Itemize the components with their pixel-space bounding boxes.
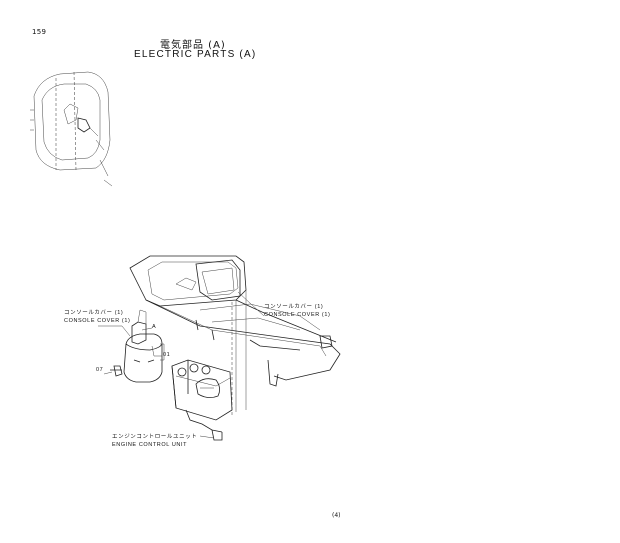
part-07-label: 07 <box>96 367 104 373</box>
page-title: ELECTRIC PARTS (A) <box>134 49 257 60</box>
footer-mark: (4) <box>332 512 341 519</box>
console-cover-left-callout-jp: コンソールカバー (1) <box>64 310 124 316</box>
overview-illustration <box>30 71 113 187</box>
part-01-label: 01 <box>163 352 171 358</box>
console-cover-right-callout: CONSOLE COVER (1) <box>264 312 331 318</box>
page-title-japanese: 電気部品 (A) <box>160 40 226 51</box>
leader-lines <box>98 291 265 439</box>
console-cover-left-callout: CONSOLE COVER (1) <box>64 318 131 324</box>
engine-control-unit-callout-jp: エンジンコントロールユニット <box>112 434 198 440</box>
page-number: 159 <box>32 28 47 36</box>
key-switch-illustration <box>110 309 165 383</box>
engine-control-unit-callout: ENGINE CONTROL UNIT <box>112 442 188 448</box>
engine-control-unit-illustration <box>171 359 233 441</box>
console-cover-right-callout-jp: コンソールカバー (1) <box>264 304 324 310</box>
console-frame-illustration <box>129 255 341 416</box>
part-a-label: A <box>152 324 157 330</box>
